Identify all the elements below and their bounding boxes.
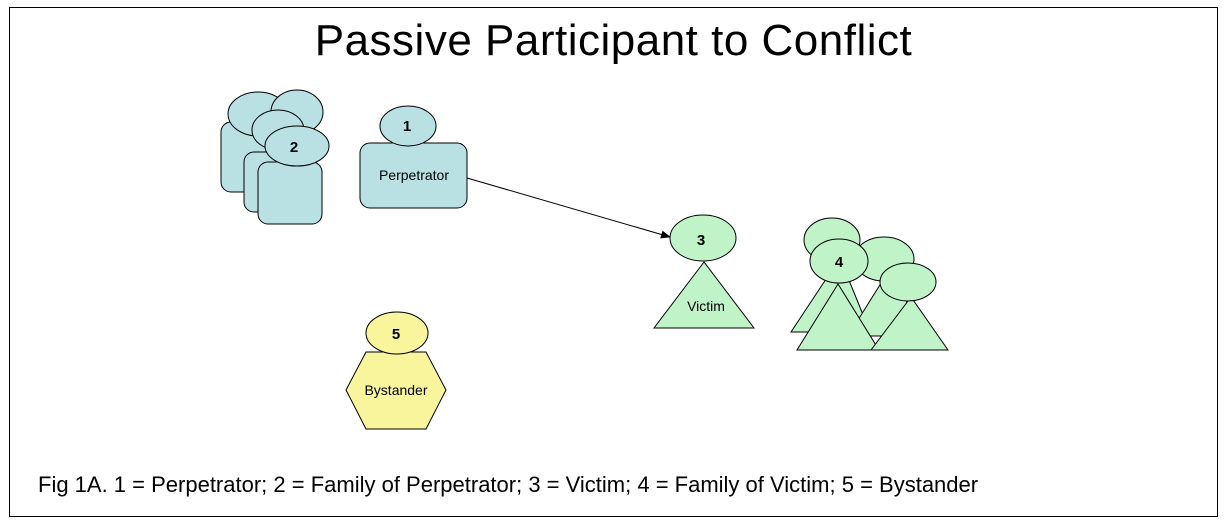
perpetrator-family-number: 2: [290, 139, 298, 156]
victim-number: 3: [697, 232, 705, 249]
perpetrator-label: Perpetrator: [379, 167, 449, 183]
bystander-label: Bystander: [364, 382, 427, 398]
victim-head: [669, 214, 737, 262]
figure-frame: [9, 7, 1218, 517]
victim-label: Victim: [687, 298, 725, 314]
perpetrator-family-group: 2: [220, 89, 330, 225]
page-title: Passive Participant to Conflict: [314, 16, 913, 65]
victim-node: 3 Victim: [652, 214, 756, 329]
family-member-body: [869, 296, 949, 351]
victim-body: [652, 261, 756, 329]
perpetrator-node: 1 Perpetrator: [359, 105, 468, 209]
perpetrator-head: [379, 105, 437, 147]
perpetrator-number: 1: [403, 118, 411, 135]
family-member-body: [796, 283, 880, 351]
victim-family-group: 4: [790, 217, 949, 351]
family-member-head: [879, 262, 937, 302]
figure-caption: Fig 1A. 1 = Perpetrator; 2 = Family of P…: [38, 472, 979, 497]
bystander-body: [345, 351, 447, 430]
perpetrator-family-head: [264, 125, 330, 167]
family-member-body: [257, 161, 323, 225]
perpetrator-to-victim-arrow: [466, 177, 671, 239]
bystander-node: 5 Bystander: [345, 311, 447, 430]
victim-family-head: [809, 238, 869, 284]
bystander-number: 5: [392, 326, 400, 343]
bystander-head: [365, 311, 429, 355]
victim-family-number: 4: [835, 254, 844, 271]
